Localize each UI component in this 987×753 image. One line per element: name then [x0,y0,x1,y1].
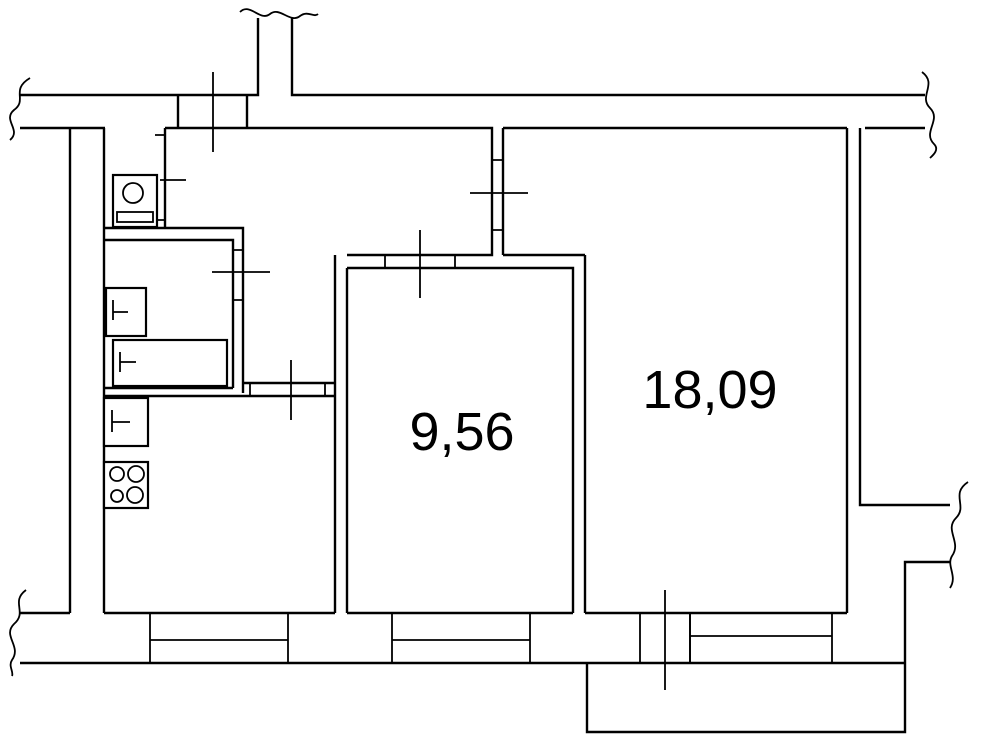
bathtub-icon [111,338,229,388]
washing-machine-icon [111,173,159,229]
stove-icon [102,460,150,510]
window-kitchen [149,612,289,664]
interior-walls [104,95,847,613]
area-label-large-room: 18,09 [642,360,777,420]
exterior-walls [20,18,950,734]
door-marks [160,72,666,690]
break-lines [9,8,969,677]
window-small-room [391,612,531,664]
window-large-room [689,612,833,664]
fixtures [102,173,229,510]
area-label-small-room: 9,56 [409,402,514,462]
toilet-icon [104,286,148,338]
windows [149,612,833,664]
balcony-door [639,612,691,664]
sink-icon [102,396,150,448]
